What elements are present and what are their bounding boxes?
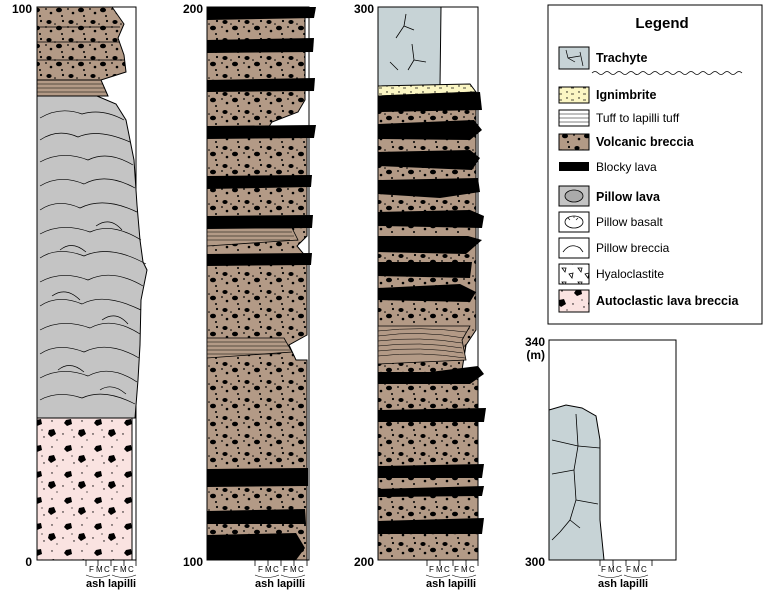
grain-letter: F [454,565,459,574]
unit-tuff-2b [206,337,293,359]
grain-letter: M [120,565,127,574]
grain-ash-label: ash [86,578,105,590]
grain-letter: M [633,565,640,574]
legend-swatch-hyaloclastite [558,263,590,285]
legend-label-tuff: Tuff to lapilli tuff [596,111,680,125]
col4-bottom-depth-label: 300 [525,555,545,569]
col3-top-depth-label: 300 [354,2,374,16]
grain-scale-2: F M C F M C ash lapilli [254,565,305,590]
grain-letter: C [104,565,110,574]
grain-lapilli-label: lapilli [620,578,648,590]
legend-label-trachyte: Trachyte [596,51,647,65]
grain-lapilli-label: lapilli [448,578,476,590]
grain-scale-ticks-1 [37,559,137,566]
grain-scale-ticks-3 [426,560,479,566]
legend-swatch-trachyte [558,46,590,70]
breccia-interbeds [37,26,124,61]
legend: Legend Trachyte Ignimbrite Tuff to lapil… [547,4,763,325]
grain-letter: C [641,565,647,574]
blocky-lava-bands-2 [207,7,316,560]
grain-ash-label: ash [426,578,445,590]
legend-divider-wavy [591,71,743,75]
grain-letter: C [298,565,304,574]
legend-swatch-pillow-breccia [558,237,590,259]
grain-letter: C [444,565,450,574]
grain-ash-label: ash [598,578,617,590]
col1-top-depth-label: 100 [12,2,32,16]
grain-letter: M [290,565,297,574]
grain-lapilli-label: lapilli [277,578,305,590]
unit-volcanic-breccia-2 [206,6,308,561]
grain-letter: C [616,565,622,574]
grain-letter: F [283,565,288,574]
blocky-lava-bands-3 [378,92,486,534]
col2-top-depth-label: 200 [183,2,203,16]
grain-letter: M [436,565,443,574]
legend-label-pillow: Pillow lava [596,190,661,204]
grain-lapilli-label: lapilli [108,578,136,590]
unit-trachyte-3 [377,6,442,87]
legend-swatch-blocky [559,162,589,171]
unit-tuff-3b [377,325,471,365]
grain-scale-ticks-4 [599,560,653,566]
col3-bottom-depth-label: 200 [354,555,374,569]
legend-label-pillow-breccia: Pillow breccia [596,241,670,255]
grain-letter: F [113,565,118,574]
legend-label-blocky: Blocky lava [596,160,657,174]
col4-unit-label: (m) [526,348,545,362]
col1-bottom-depth-label: 0 [25,555,32,569]
tuff-2b-laminae [207,341,290,355]
grain-letter: M [608,565,615,574]
legend-swatch-autoclastic [558,289,590,313]
legend-label-hyaloclastite: Hyaloclastite [596,267,664,281]
pillow-outlines [39,110,147,405]
grain-letter: C [469,565,475,574]
legend-label-autoclastic: Autoclastic lava breccia [596,294,739,308]
grain-letter: F [626,565,631,574]
trachyte-cracks-4 [551,413,601,541]
column-2 [206,6,316,566]
legend-label-pillow-basalt: Pillow basalt [596,215,663,229]
unit-trachyte-4 [548,404,605,561]
grain-letter: C [128,565,134,574]
grain-letter: M [265,565,272,574]
grain-letter: M [461,565,468,574]
col4-top-depth-label: 340 [525,335,545,349]
legend-swatch-breccia [558,133,590,151]
tuff-laminae [37,83,106,93]
legend-swatch-ignimbrite [558,86,590,104]
grain-scale-ticks-2 [254,560,308,566]
trachyte-cracks-3 [389,13,427,71]
grain-letter: M [96,565,103,574]
grain-letter: F [258,565,263,574]
tuff-3b-laminae [377,328,467,359]
legend-label-ignimbrite: Ignimbrite [596,88,656,102]
unit-autoclastic-lava-breccia [36,417,133,561]
legend-label-breccia: Volcanic breccia [596,135,695,149]
grain-scale-3: F M C F M C ash lapilli [425,565,476,590]
tuff-2a-laminae [207,231,294,241]
grain-scale-4: F M C F M C ash lapilli [597,565,648,590]
column-4 [548,339,677,566]
unit-volcanic-breccia [36,6,127,81]
grain-letter: F [89,565,94,574]
column-1 [36,6,148,566]
grain-letter: F [601,565,606,574]
grain-letter: C [273,565,279,574]
grain-scale-1: F M C F M C ash lapilli [85,565,136,590]
grain-letter: F [429,565,434,574]
col2-bottom-depth-label: 100 [183,555,203,569]
grain-ash-label: ash [255,578,274,590]
legend-title: Legend [635,15,688,32]
column-3 [377,6,486,566]
